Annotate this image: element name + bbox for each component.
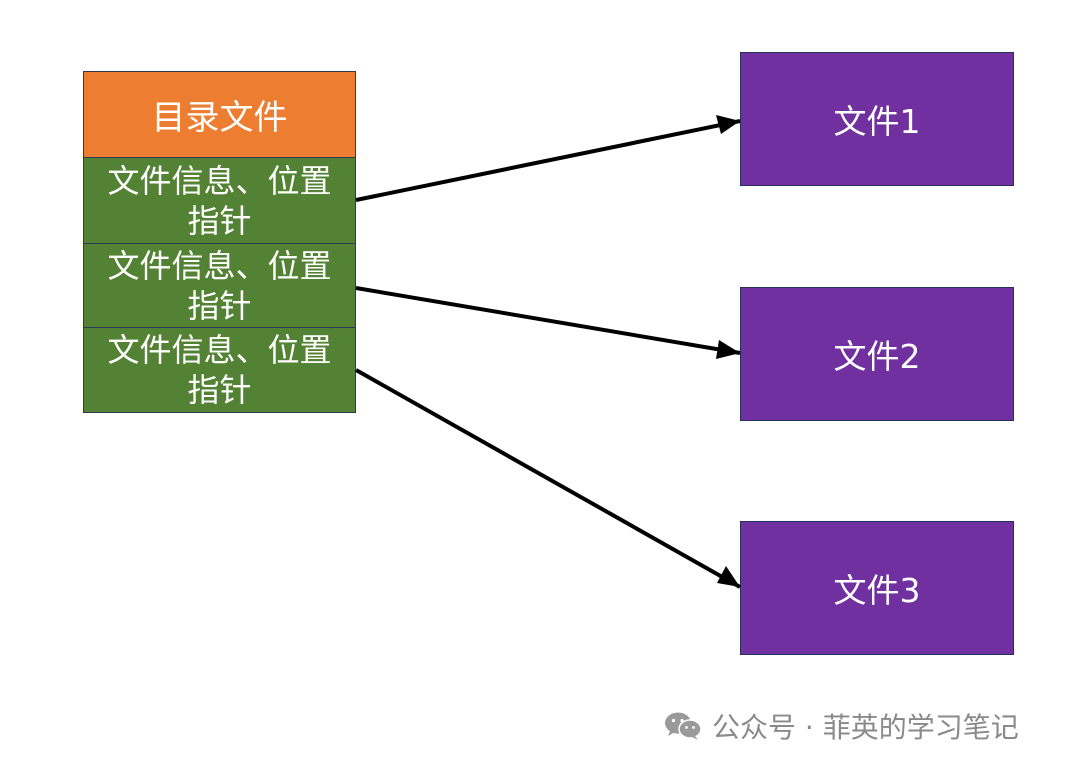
directory-file-header: 目录文件	[83, 71, 356, 158]
file-box-3: 文件3	[740, 521, 1014, 655]
watermark-text: 公众号 · 菲英的学习笔记	[712, 711, 1019, 744]
arrow-entry3-to-file3	[355, 368, 741, 589]
arrowhead-3	[717, 566, 740, 587]
arrow-entry1-to-file1	[355, 119, 741, 202]
directory-entry-1: 文件信息、位置指针	[83, 157, 356, 244]
file-box-2: 文件2	[740, 287, 1014, 421]
watermark: 公众号 · 菲英的学习笔记	[664, 706, 1019, 746]
directory-entry-3: 文件信息、位置指针	[83, 327, 356, 413]
directory-entry-2: 文件信息、位置指针	[83, 243, 356, 328]
file-box-1: 文件1	[740, 52, 1014, 186]
arrowhead-2	[716, 340, 740, 359]
arrow-entry2-to-file2	[355, 286, 741, 355]
arrowhead-1	[716, 115, 740, 134]
wechat-icon	[665, 712, 702, 740]
